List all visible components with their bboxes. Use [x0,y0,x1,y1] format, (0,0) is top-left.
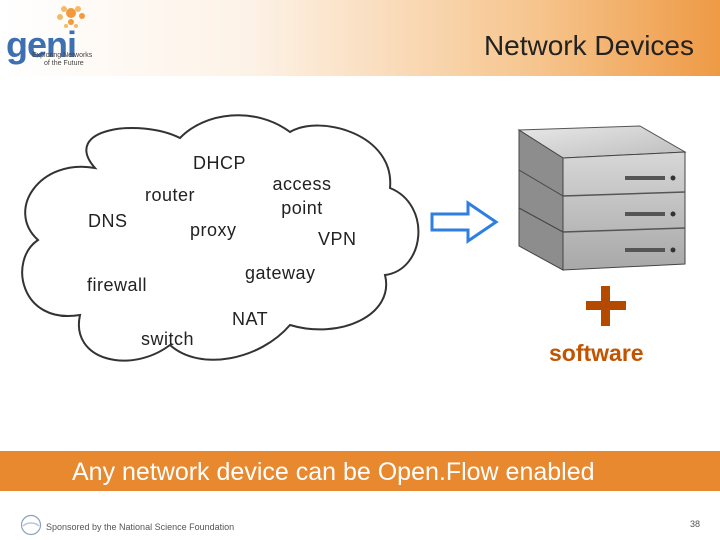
cloud-label-nat: NAT [232,309,269,329]
geni-logo-dots [57,6,85,28]
server-stack-icon [517,125,687,271]
logo-tagline-line-2: of the Future [44,60,84,67]
cloud-shape [21,114,420,362]
slide-title: Network Devices [483,30,694,61]
banner-text: Any network device can be Open.Flow enab… [72,458,595,486]
header-bar: geni Exploring Networks of the Future Ne… [0,0,720,76]
page-number: 38 [690,519,701,529]
logo-tagline-line-1: Exploring Networks [32,52,93,59]
cloud-label-access-point: access point [272,174,332,218]
geni-logo: geni Exploring Networks of the Future [4,2,114,74]
footer-sponsor: Sponsored by the National Science Founda… [46,522,235,532]
cloud-label-vpn: VPN [318,229,357,249]
logo-word: geni [6,24,77,65]
cloud-label-dhcp: DHCP [193,153,247,173]
arrow-right-icon [430,200,499,244]
nsf-logo [20,514,42,536]
cloud-label-router: router [145,185,196,205]
cloud-label-proxy: proxy [190,220,237,240]
cloud-label-switch: switch [141,329,195,349]
cloud-label-dns: DNS [88,211,128,231]
cloud-label-firewall: firewall [87,275,148,295]
plus-icon [586,286,626,326]
logo-tagline: Exploring Networks of the Future [32,52,92,68]
cloud-label-gateway: gateway [245,263,316,283]
software-label: software [549,340,644,366]
banner [0,451,720,491]
